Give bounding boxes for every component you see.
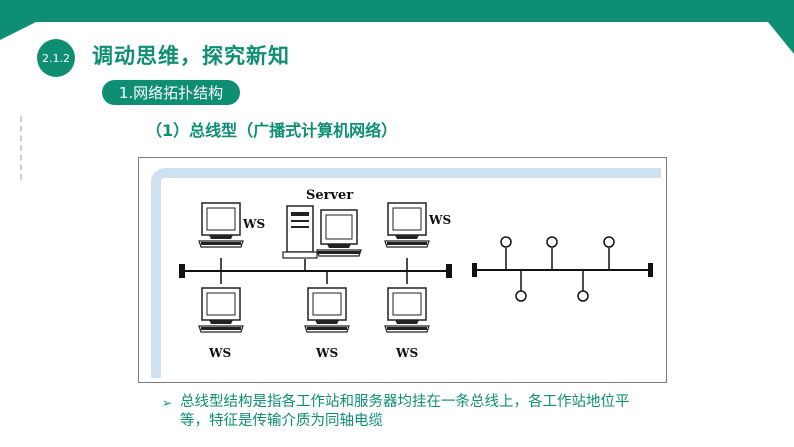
- ws-label: WS: [395, 346, 418, 360]
- top-banner: [0, 0, 794, 22]
- workstation-icon: [384, 202, 430, 248]
- ws-label: WS: [242, 217, 265, 231]
- ws-label: WS: [428, 213, 451, 227]
- workstation-icon: [198, 202, 244, 248]
- workstation-icon: [198, 287, 244, 333]
- bus-topology-figure: Server WS WS WS WS WS: [138, 157, 667, 383]
- ws-label: WS: [315, 346, 338, 360]
- description-note: ➢ 总线型结构是指各工作站和服务器均挂在一条总线上，各工作站地位平等，特征是传输…: [162, 393, 640, 431]
- workstation-icon: [304, 287, 350, 333]
- description-text: 总线型结构是指各工作站和服务器均挂在一条总线上，各工作站地位平等，特征是传输介质…: [180, 394, 630, 429]
- page-title: 调动思维，探究新知: [92, 44, 290, 68]
- arrow-right-icon: ➢: [162, 396, 173, 410]
- ws-label: WS: [208, 346, 231, 360]
- bus-terminator-right: [446, 264, 452, 278]
- banner-left-tab: [0, 22, 36, 40]
- banner-right-tab: [768, 22, 794, 54]
- server-icon: [282, 205, 362, 259]
- bus-topology-diagram: Server WS WS WS WS WS: [179, 188, 653, 360]
- subtitle-pill: 1.网络拓扑结构: [102, 80, 240, 105]
- abstract-bus-diagram: [472, 236, 653, 302]
- section-heading: （1）总线型（广播式计算机网络）: [146, 121, 398, 140]
- section-number-badge: 2.1.2: [37, 39, 75, 77]
- figure-shadow: [151, 168, 661, 378]
- workstation-icon: [384, 287, 430, 333]
- server-label: Server: [306, 188, 353, 203]
- side-decoration: [20, 116, 24, 180]
- bus-terminator-left: [179, 264, 185, 278]
